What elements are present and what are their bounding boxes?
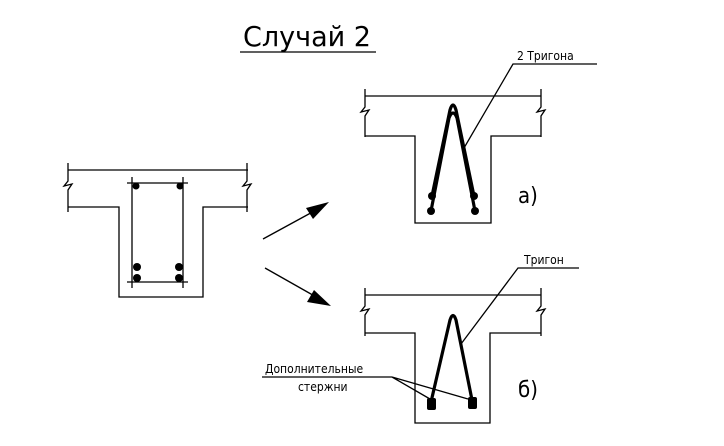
variant-a-label: а)	[518, 184, 538, 209]
callout-2-trigona: 2 Тригона	[517, 49, 574, 63]
extra-bars-label-line2: стержни	[298, 380, 348, 394]
variant-a-section: 2 Тригона а)	[359, 49, 597, 224]
callout-trigon: Тригон	[523, 253, 564, 267]
extra-bars-label-line1: Дополнительные	[265, 362, 363, 376]
variant-b-section: Тригон Дополнительные стержни б)	[262, 253, 579, 424]
rebar-bars	[132, 182, 184, 282]
arrow-to-a	[262, 202, 329, 240]
title: Случай 2	[243, 20, 371, 53]
variant-b-label: б)	[518, 378, 538, 403]
arrow-to-b	[264, 267, 331, 306]
original-tbeam-section	[62, 163, 253, 298]
